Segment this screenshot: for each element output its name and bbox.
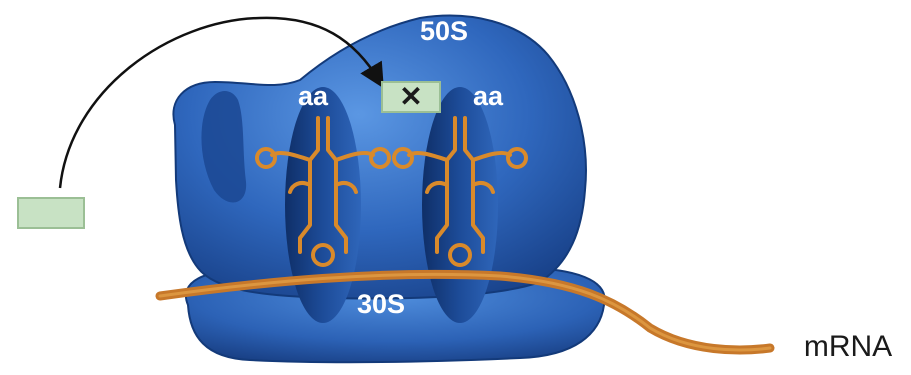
x-mark-icon: ✕ [399, 81, 422, 112]
label-mrna: mRNA [804, 330, 892, 363]
label-50s: 50S [420, 16, 468, 46]
label-aa-left: aa [298, 81, 329, 111]
incoming-molecule-box [18, 198, 84, 228]
label-30s: 30S [357, 289, 405, 319]
tunnel-right [422, 87, 498, 323]
label-aa-right: aa [473, 81, 504, 111]
tunnel-left [285, 87, 361, 323]
